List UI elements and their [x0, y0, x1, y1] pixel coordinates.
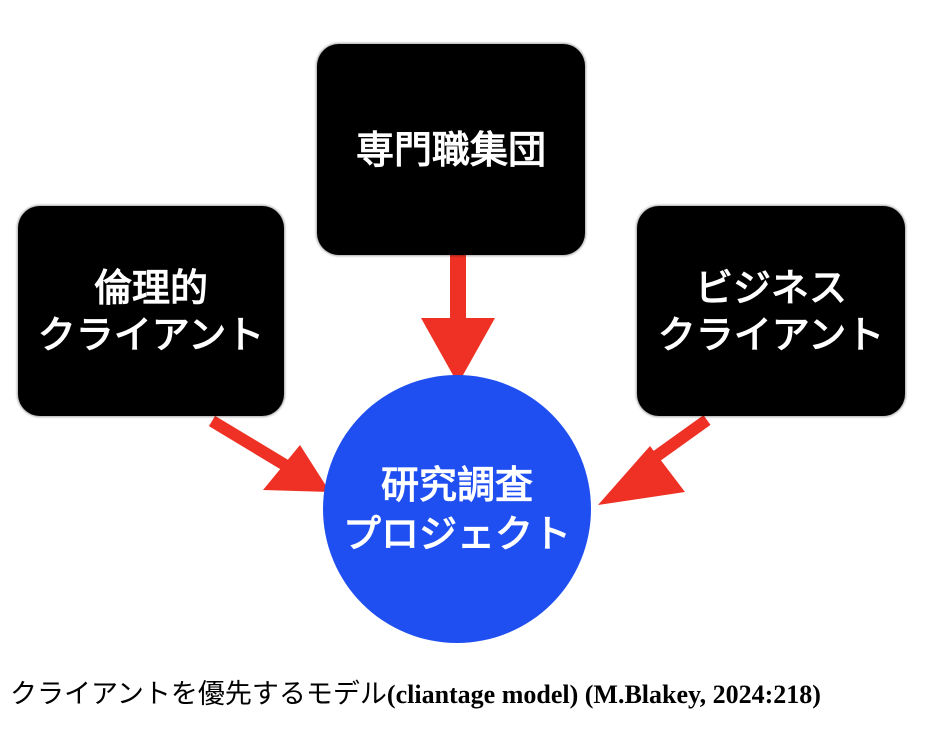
arrow-right-to-center [598, 415, 711, 505]
node-business-client: ビジネス クライアント [637, 206, 905, 416]
node-research-project-label-line1: 研究調査 [380, 461, 533, 507]
caption-english: (cliantage model) (M.Blakey, 2024:218) [386, 680, 821, 709]
arrow-left-head [263, 445, 330, 492]
node-research-project: 研究調査 プロジェクト [323, 375, 591, 643]
node-business-client-label-line2: クライアント [657, 312, 885, 357]
node-ethical-client-label-line2: クライアント [37, 312, 265, 357]
caption-japanese: クライアントを優先するモデル [10, 679, 387, 709]
node-ethical-client: 倫理的 クライアント [18, 206, 284, 416]
node-ethical-client-label-line1: 倫理的 [93, 264, 208, 310]
arrow-left-shaft [208, 415, 294, 474]
node-professional-group: 専門職集団 [317, 44, 585, 255]
arrow-right-head [598, 446, 685, 505]
arrow-top-to-center [421, 255, 495, 384]
figure-caption: クライアントを優先するモデル(cliantage model) (M.Blake… [10, 677, 940, 712]
node-professional-group-label: 専門職集団 [355, 126, 546, 172]
node-business-client-label-line1: ビジネス [694, 264, 847, 310]
arrow-left-to-center [208, 415, 330, 492]
node-research-project-label-line2: プロジェクト [342, 511, 571, 556]
arrow-right-shaft [636, 415, 711, 473]
